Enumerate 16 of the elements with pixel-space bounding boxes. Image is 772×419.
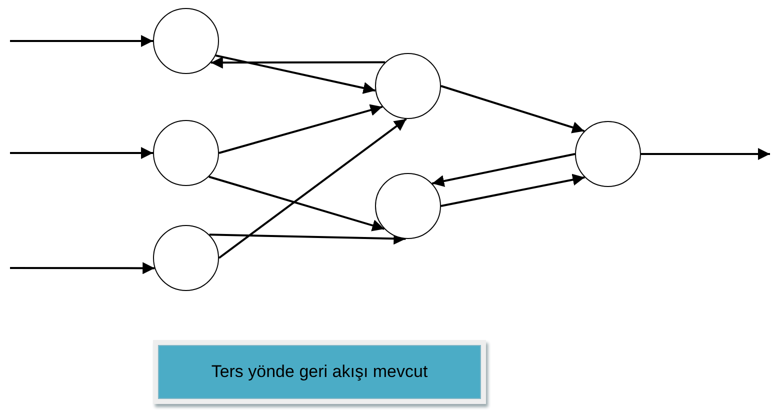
arrow [209, 232, 406, 245]
arrow [218, 118, 407, 259]
arrow [10, 147, 153, 159]
arrow [215, 54, 376, 94]
arrow [641, 148, 770, 160]
arrow [10, 262, 155, 274]
arrow [210, 56, 386, 69]
arrow [440, 85, 585, 134]
arrow [440, 174, 585, 207]
note-text: Ters yönde geri akışı mevcut [211, 362, 428, 382]
arrow [10, 35, 153, 47]
arrow [218, 104, 383, 154]
arrow [208, 176, 385, 232]
arrow [432, 153, 576, 187]
neuron-circle [375, 173, 441, 239]
note-box [153, 340, 486, 404]
